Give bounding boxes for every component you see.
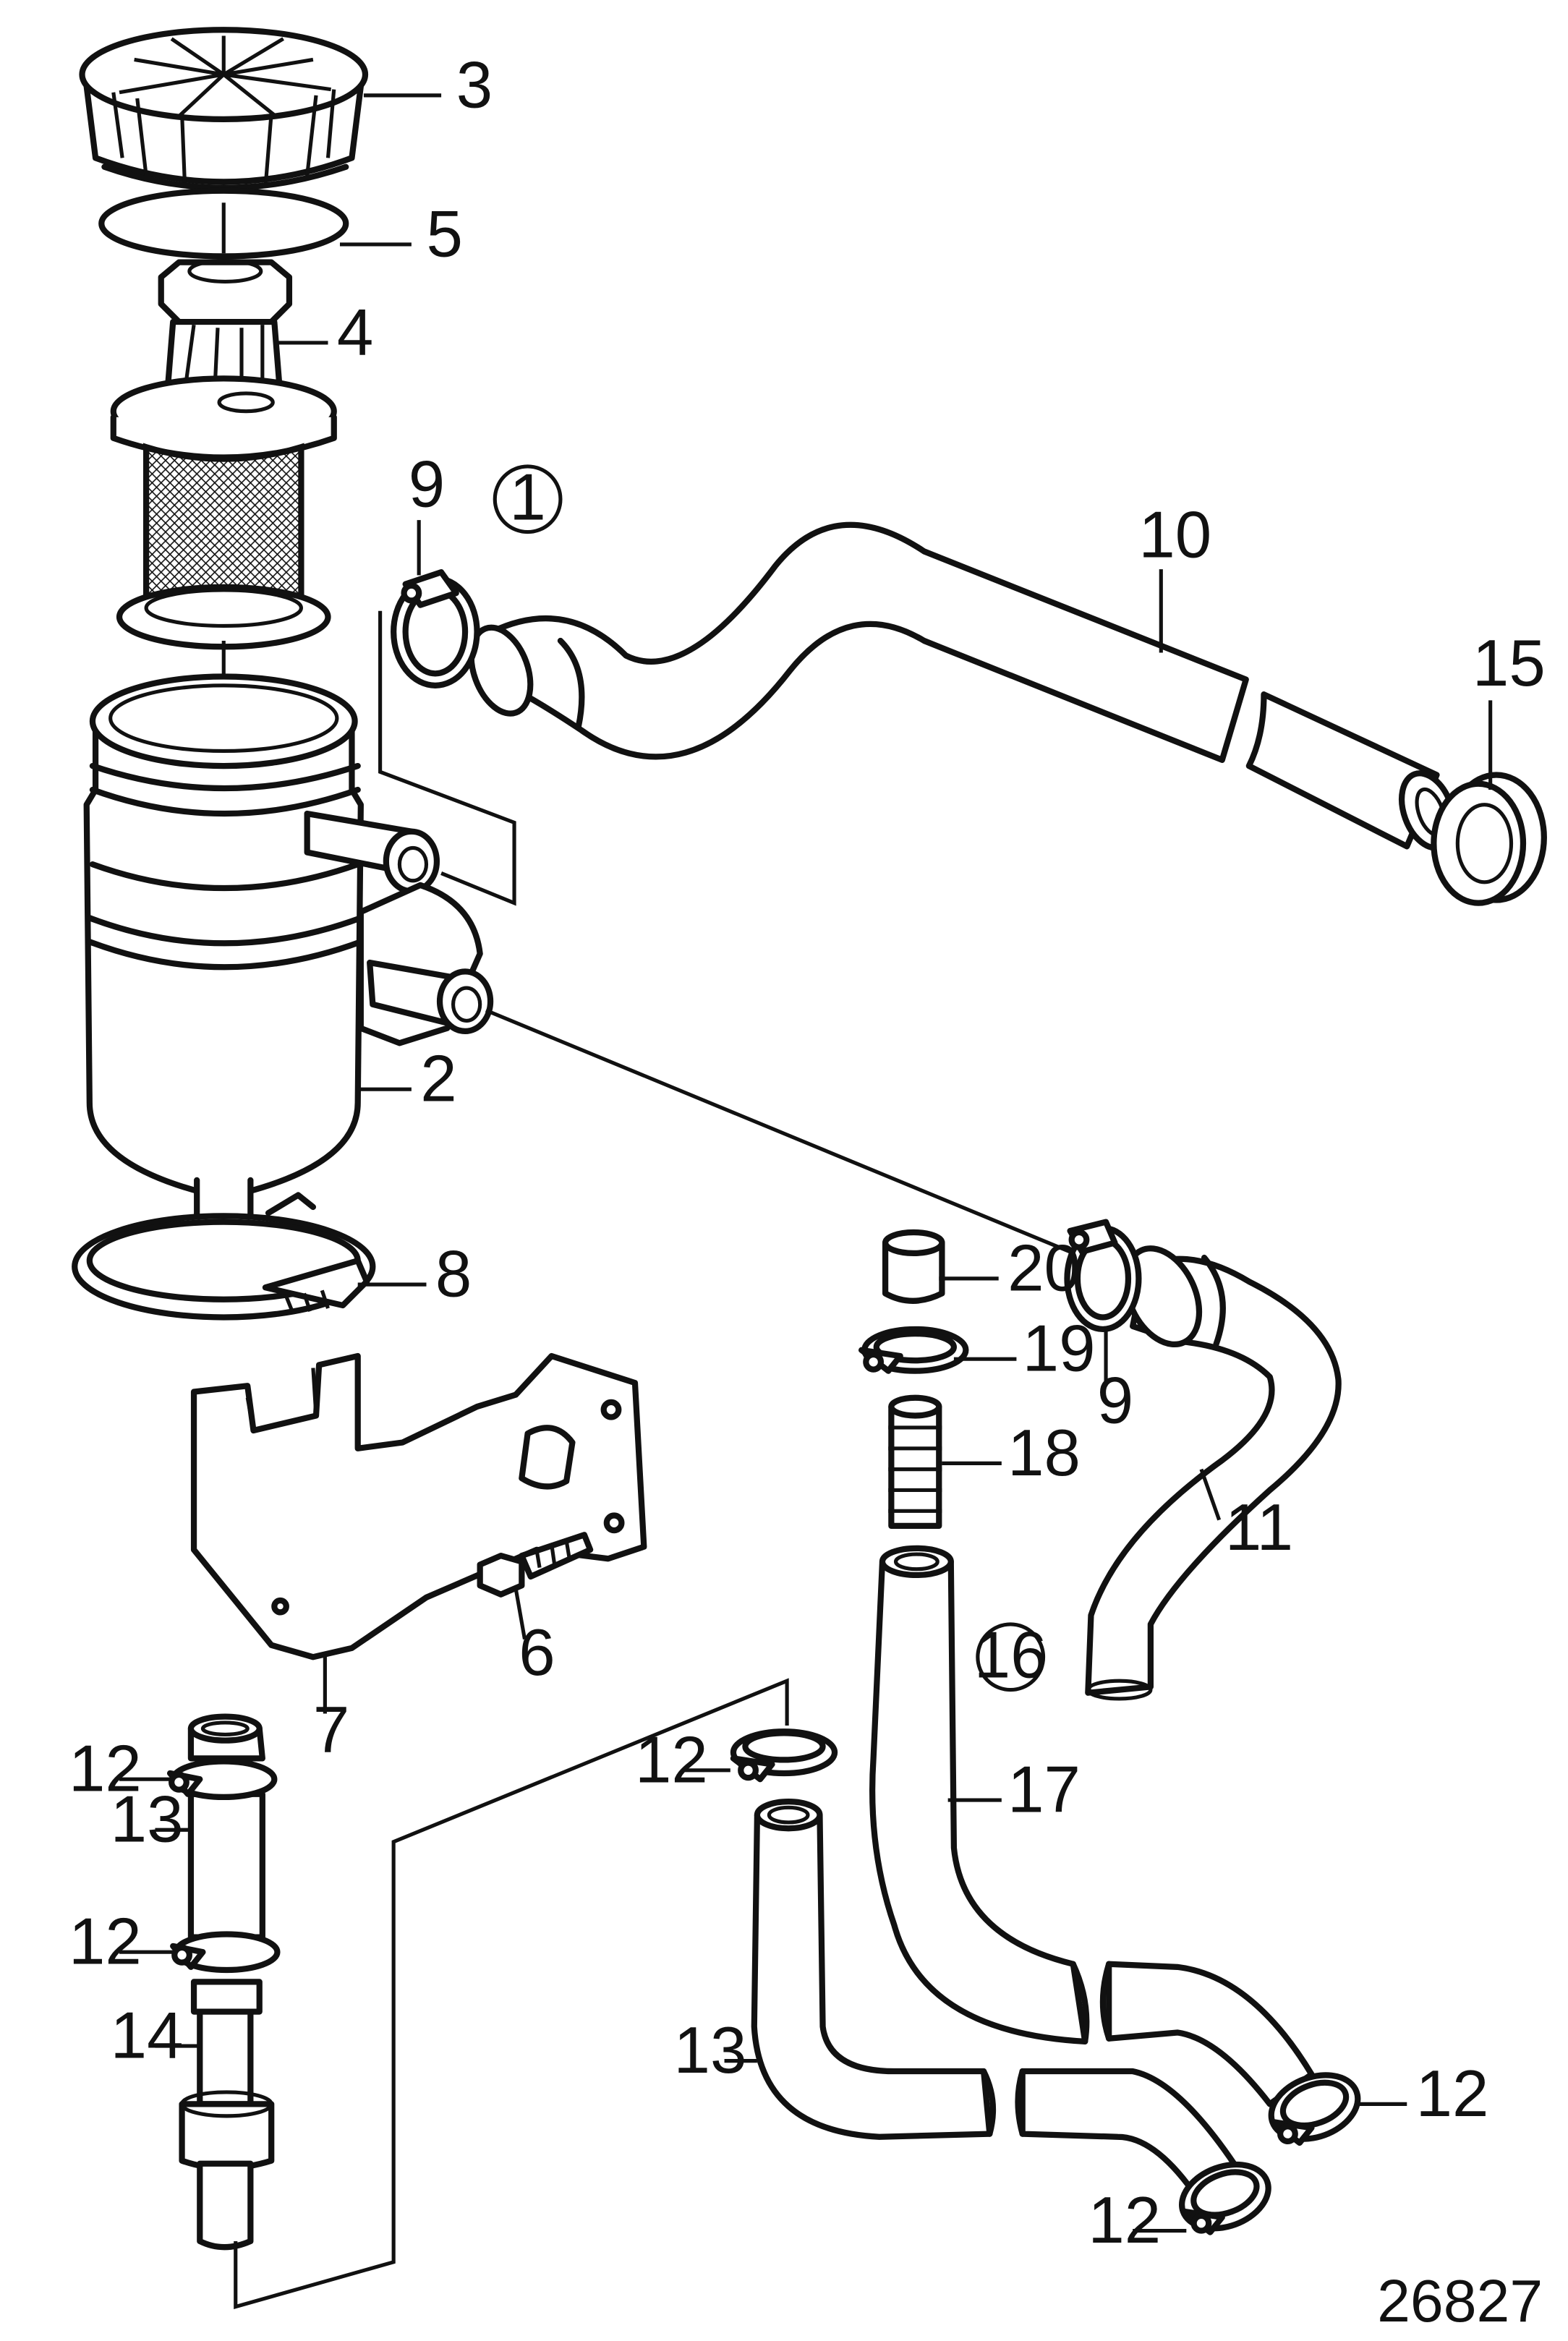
filler-cap xyxy=(79,27,369,191)
hose-clamp-middle xyxy=(1064,1219,1142,1333)
callout-12-right: 12 xyxy=(1416,2058,1489,2131)
callout-3: 3 xyxy=(456,48,493,121)
callout-12-top: 12 xyxy=(635,1723,708,1796)
hose-clamp-19 xyxy=(858,1326,969,1374)
filter-mesh-element xyxy=(116,443,331,650)
retaining-strap xyxy=(72,1192,376,1321)
hose-clamp-12-left-top xyxy=(166,1758,278,1801)
callout-12-bottom: 12 xyxy=(1088,2184,1161,2257)
connector-line-13 xyxy=(234,1678,789,2310)
callout-4: 4 xyxy=(337,296,373,369)
callout-19: 19 xyxy=(1023,1313,1096,1386)
callout-14: 14 xyxy=(111,2000,184,2073)
left-hose-and-pipe xyxy=(179,1713,275,2251)
connector-line-10 xyxy=(378,610,516,906)
callout-7: 7 xyxy=(313,1694,349,1767)
callout-12-left-top: 12 xyxy=(69,1733,142,1806)
hose-clamp-12-left-bottom xyxy=(170,1931,281,1974)
callout-10: 10 xyxy=(1138,499,1211,572)
cap-20 xyxy=(882,1229,945,1304)
callout-labels: 3 5 4 9 10 15 2 8 20 19 9 18 11 6 7 12 1… xyxy=(69,48,1546,2257)
callout-11: 11 xyxy=(1225,1491,1293,1564)
callout-12-left-bottom: 12 xyxy=(69,1906,142,1979)
bolt xyxy=(477,1532,594,1598)
breather-hose xyxy=(468,521,1457,851)
hose-clamp-12-top xyxy=(730,1728,838,1783)
hose-11 xyxy=(1085,1245,1342,1701)
o-ring xyxy=(98,187,349,260)
filter-holder xyxy=(110,259,337,461)
callout-18: 18 xyxy=(1007,1417,1081,1490)
callout-2: 2 xyxy=(420,1043,456,1116)
figure-number: 26827 xyxy=(1377,2268,1543,2334)
callout-15: 15 xyxy=(1473,627,1546,700)
oil-separator-housing xyxy=(83,673,494,1276)
callout-9: 9 xyxy=(409,448,445,521)
group-marker-1: 1 xyxy=(493,461,563,534)
hose-clamp-12-right xyxy=(1268,2072,1361,2146)
grommet xyxy=(1431,772,1547,906)
group-marker-label: 16 xyxy=(974,1619,1047,1692)
callout-8: 8 xyxy=(435,1238,472,1311)
callout-6: 6 xyxy=(519,1616,555,1689)
callout-5: 5 xyxy=(426,197,462,270)
group-marker-label: 1 xyxy=(509,461,545,534)
callout-13-right: 13 xyxy=(674,2014,747,2087)
group-marker-16: 16 xyxy=(974,1619,1047,1692)
callout-17: 17 xyxy=(1007,1754,1081,1827)
callout-20: 20 xyxy=(1007,1232,1081,1305)
callout-13-left: 13 xyxy=(111,1783,184,1856)
callout-leaders xyxy=(119,93,1493,2233)
hose-clamp-12-bottom xyxy=(1179,2161,1271,2235)
connector-line-11 xyxy=(485,1008,1107,1268)
mounting-bracket xyxy=(190,1352,647,1660)
nipple-18 xyxy=(888,1394,942,1530)
hose-clamp-upper xyxy=(391,569,480,688)
callout-9-lower: 9 xyxy=(1097,1365,1133,1438)
